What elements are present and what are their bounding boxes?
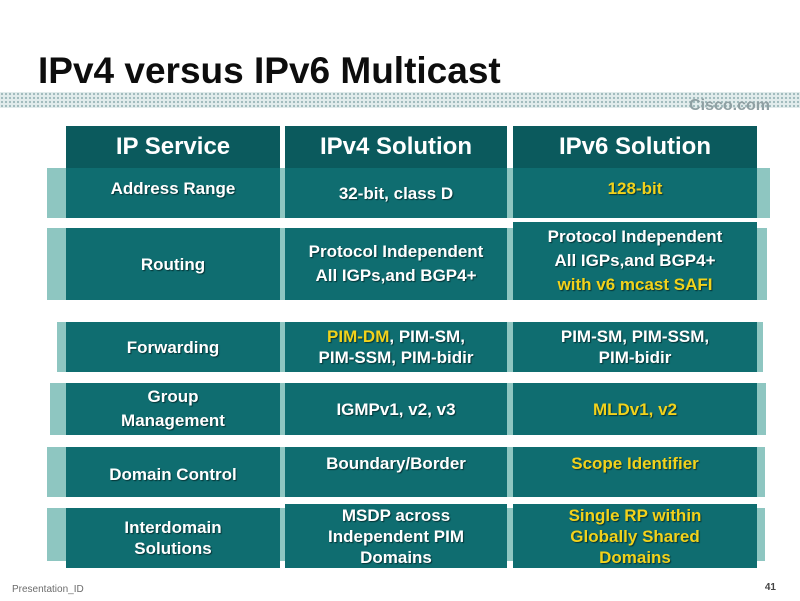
cell-text: 32-bit, class D bbox=[338, 183, 454, 203]
cell-service-address-range: Address Range bbox=[66, 168, 280, 218]
cell-ipv6-address-range: 128-bit bbox=[513, 168, 757, 218]
cell-text-line-1: PIM-DM, PIM-SM, bbox=[327, 326, 465, 347]
cell-text-line-2: Globally Shared bbox=[570, 526, 700, 546]
cell-ipv4-routing: Protocol Independent All IGPs,and BGP4+ bbox=[285, 228, 507, 300]
slide-title: IPv4 versus IPv6 Multicast bbox=[38, 50, 501, 91]
cell-ipv4-interdomain: MSDP across Independent PIM Domains bbox=[285, 504, 507, 568]
cell-text-line-1: Protocol Independent bbox=[547, 227, 723, 246]
cell-text: Routing bbox=[140, 254, 206, 274]
footer-presentation-id: Presentation_ID bbox=[12, 584, 84, 595]
cell-text-line-1: Single RP within bbox=[568, 505, 702, 525]
cell-ipv4-group-management: IGMPv1, v2, v3 bbox=[285, 383, 507, 435]
cell-ipv6-routing: Protocol Independent All IGPs,and BGP4+ … bbox=[513, 222, 757, 300]
cell-service-group-management: Group Management bbox=[66, 383, 280, 435]
cell-text-line-1: PIM-SM, PIM-SSM, bbox=[560, 327, 710, 346]
cell-text-line-1: Interdomain bbox=[124, 518, 222, 537]
cell-text-line-2: All IGPs,and BGP4+ bbox=[554, 251, 716, 270]
cell-text: Boundary/Border bbox=[326, 454, 466, 473]
cell-text-line-3: Domains bbox=[599, 547, 671, 567]
cell-text: 128-bit bbox=[607, 179, 663, 198]
cell-ipv6-group-management: MLDv1, v2 bbox=[513, 383, 757, 435]
cell-text: Forwarding bbox=[126, 337, 220, 357]
column-header-ipv6-solution: IPv6 Solution bbox=[513, 126, 757, 168]
cell-ipv4-address-range: 32-bit, class D bbox=[285, 168, 507, 218]
cell-text-line-2: Management bbox=[121, 411, 225, 430]
cell-text: IGMPv1, v2, v3 bbox=[336, 399, 456, 419]
cell-text-line-1: Group bbox=[147, 387, 199, 406]
cell-text-line-2: PIM-SSM, PIM-bidir bbox=[318, 348, 474, 367]
cell-ipv6-domain-control: Scope Identifier bbox=[513, 447, 757, 497]
cell-service-routing: Routing bbox=[66, 228, 280, 300]
cell-text: MLDv1, v2 bbox=[592, 399, 678, 419]
cell-service-interdomain: Interdomain Solutions bbox=[66, 508, 280, 568]
cell-text: Domain Control bbox=[109, 465, 237, 484]
cell-text-line-2: PIM-bidir bbox=[598, 348, 672, 367]
column-header-ipv4-solution: IPv4 Solution bbox=[285, 126, 507, 168]
cell-text: Scope Identifier bbox=[571, 454, 699, 473]
cell-text-line-3: Domains bbox=[360, 547, 432, 567]
cell-text-line-3: with v6 mcast SAFI bbox=[557, 275, 713, 294]
title-underline-stripe bbox=[0, 92, 800, 108]
cell-ipv4-forwarding: PIM-DM, PIM-SM, PIM-SSM, PIM-bidir bbox=[285, 322, 507, 372]
cell-text-line-1: MSDP across bbox=[341, 505, 451, 525]
brand-logo-text: Cisco.com bbox=[689, 97, 770, 114]
highlight-pim-dm: PIM-DM bbox=[327, 327, 390, 346]
cell-text-line-2: Independent PIM bbox=[328, 526, 464, 546]
cell-ipv6-interdomain: Single RP within Globally Shared Domains bbox=[513, 504, 757, 568]
cell-ipv6-forwarding: PIM-SM, PIM-SSM, PIM-bidir bbox=[513, 322, 757, 372]
cell-service-forwarding: Forwarding bbox=[66, 322, 280, 372]
cell-service-domain-control: Domain Control bbox=[66, 447, 280, 497]
page-number: 41 bbox=[764, 582, 776, 593]
cell-text: Address Range bbox=[110, 179, 236, 198]
cell-text-line-2: Solutions bbox=[134, 539, 212, 558]
column-header-ip-service: IP Service bbox=[66, 126, 280, 168]
cell-text-line-2: All IGPs,and BGP4+ bbox=[315, 266, 477, 285]
cell-text-line-1: Protocol Independent bbox=[308, 242, 484, 261]
cell-text-rest: , PIM-SM, bbox=[389, 327, 465, 346]
cell-ipv4-domain-control: Boundary/Border bbox=[285, 447, 507, 497]
